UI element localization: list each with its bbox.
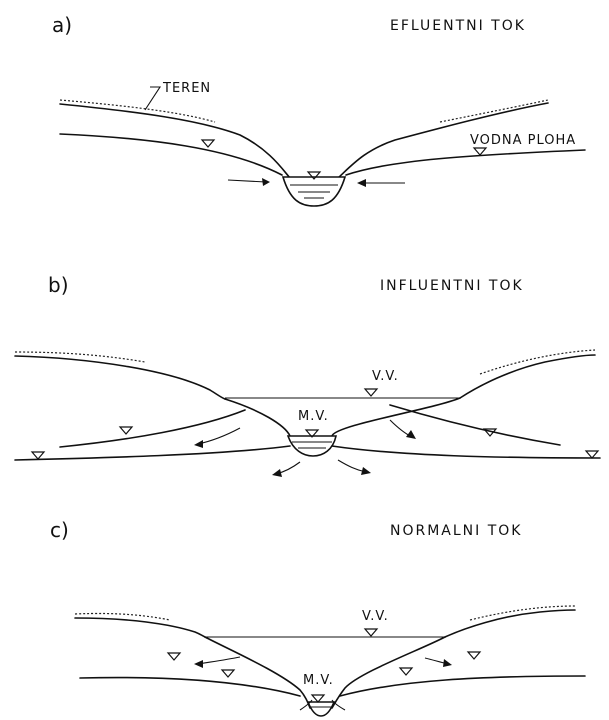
high-water-label: V.V. (362, 609, 389, 624)
panel-c-title: NORMALNI TOK (390, 523, 522, 539)
panel-b-title: INFLUENTNI TOK (380, 278, 524, 294)
water-table-lower-left (15, 446, 290, 460)
water-table-lower-right (332, 446, 600, 458)
bank-left (205, 637, 310, 708)
terrain-left-hatch (60, 100, 215, 122)
flow-arrow-left (198, 657, 240, 664)
low-water-label: M.V. (298, 409, 329, 424)
high-water-marker (365, 629, 377, 636)
bank-right (332, 398, 460, 436)
panel-a-letter: a) (52, 13, 72, 37)
panel-b-influent-flow: b) INFLUENTNI TOK V.V. M.V. (15, 273, 600, 477)
flow-arrow-left (228, 180, 266, 182)
panel-a-effluent-flow: a) EFLUENTNI TOK TEREN VODNA PLOHA (52, 13, 585, 206)
water-table-label: VODNA PLOHA (470, 133, 576, 148)
flow-arrow-bottom-right (338, 460, 366, 472)
high-water-marker (365, 389, 377, 396)
water-table-right (340, 676, 585, 696)
panel-c-letter: c) (50, 518, 69, 542)
low-water-marker (312, 695, 324, 702)
terrain-left (15, 356, 225, 399)
terrain-right-hatch (440, 100, 548, 122)
bank-right (332, 637, 445, 708)
terrain-label: TEREN (162, 81, 211, 96)
water-table-left (80, 678, 300, 696)
water-table-upper-left (60, 410, 245, 447)
low-water-label: M.V. (303, 673, 334, 688)
panel-c-normal-flow: c) NORMALNI TOK V.V. M.V. (50, 518, 585, 716)
river-channel (288, 436, 336, 456)
water-table-marker-left (202, 140, 214, 147)
terrain-right (460, 355, 595, 398)
river-channel (308, 702, 334, 716)
terrain-left (60, 104, 290, 178)
terrain-right-hatch (480, 350, 595, 374)
terrain-leader-line (145, 87, 160, 110)
panel-b-letter: b) (48, 273, 69, 297)
terrain-left (75, 618, 205, 637)
water-table-right (346, 150, 585, 175)
panel-a-title: EFLUENTNI TOK (390, 18, 526, 34)
flow-arrow-left (198, 428, 240, 444)
terrain-right (445, 610, 575, 637)
water-table-marker-right (474, 148, 486, 155)
high-water-label: V.V. (372, 369, 399, 384)
terrain-right-hatch (470, 606, 575, 620)
